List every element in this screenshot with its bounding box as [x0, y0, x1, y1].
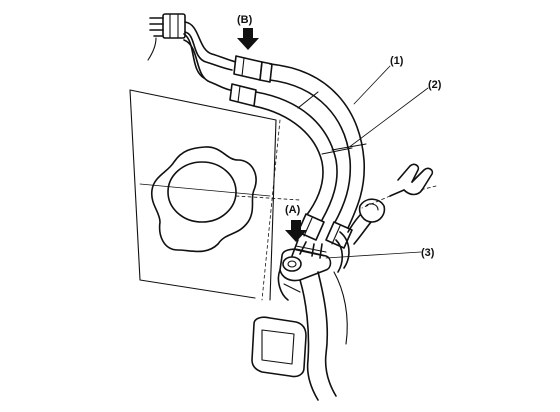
top-connector — [147, 13, 186, 61]
leader-1: (1) — [353, 55, 404, 105]
cable-bundle — [335, 198, 386, 273]
callout-b-label: (B) — [237, 14, 253, 26]
gear-boss — [139, 146, 301, 253]
fitting-b-upper — [233, 55, 273, 83]
callout-b: (B) — [237, 14, 259, 50]
fork-bracket — [361, 163, 437, 209]
part-label-1: (1) — [390, 55, 404, 67]
callout-a: (A) — [285, 204, 307, 242]
fitting-a — [297, 213, 353, 249]
fitting-b-lower — [229, 83, 257, 107]
leader-3: (3) — [325, 247, 435, 259]
arrow-down-icon — [285, 220, 307, 242]
hose-2 — [253, 91, 338, 221]
valve-body — [279, 239, 332, 282]
callout-a-label: (A) — [285, 204, 301, 216]
lower-mount — [277, 269, 348, 401]
arrow-down-icon — [237, 28, 259, 50]
upper-hose-run — [183, 21, 237, 91]
part-label-2: (2) — [428, 79, 442, 91]
leader-2: (2) — [347, 79, 442, 149]
square-pad — [251, 316, 307, 378]
part-label-3: (3) — [421, 247, 435, 259]
frame-plate — [129, 89, 281, 301]
hose-1 — [269, 63, 366, 229]
